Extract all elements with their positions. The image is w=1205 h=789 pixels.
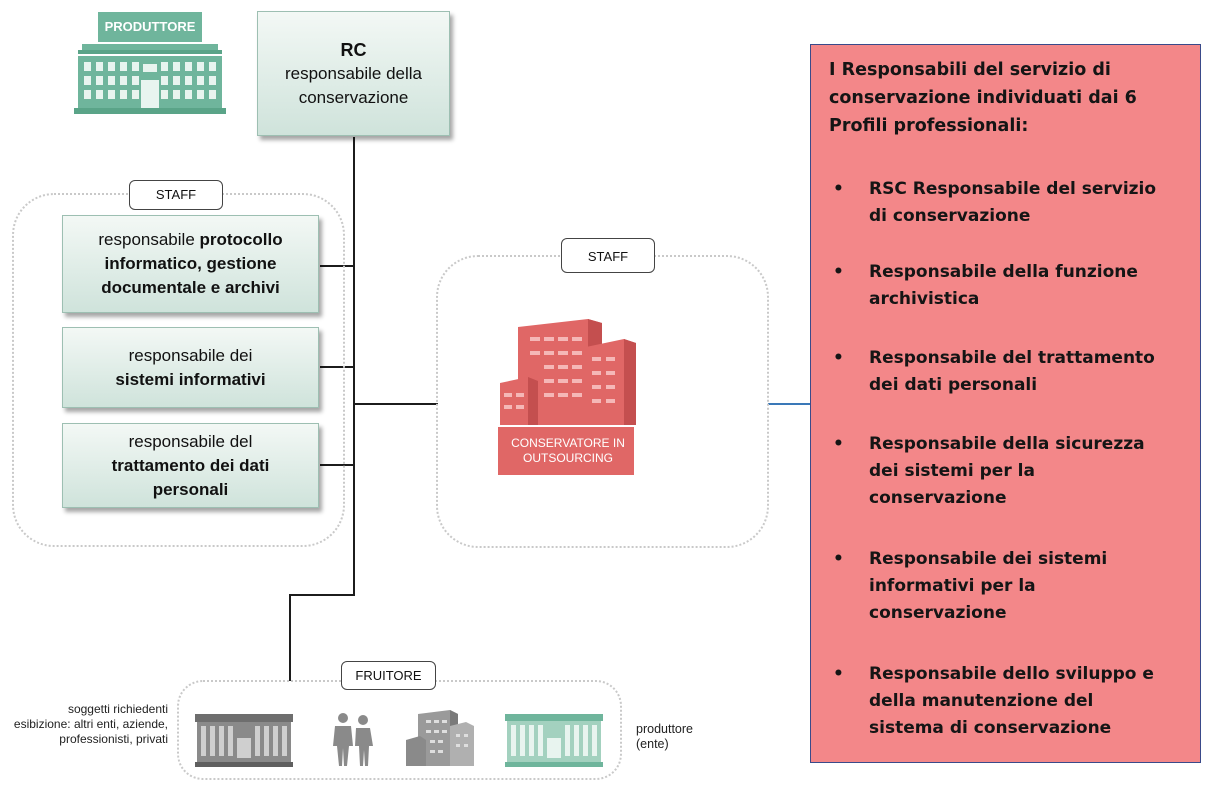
bullet-icon: •	[833, 179, 844, 199]
fruitore-left-text: soggetti richiedenti esibizione: altri e…	[13, 702, 168, 746]
list-item-text: Responsabile della funzione archivistica	[869, 262, 1138, 309]
connector-to-panel	[768, 403, 810, 405]
list-item-text: Responsabile dei sistemi informativi per…	[869, 549, 1108, 623]
connector-to-right-staff	[354, 403, 438, 405]
list-item-text: RSC Responsabile del servizio di conserv…	[869, 179, 1157, 226]
staff-box-sistemi-informativi: responsabile dei sistemi informativi	[62, 327, 319, 408]
right-staff-tag: STAFF	[561, 238, 655, 273]
people-icon	[331, 712, 375, 768]
connector-to-fruitore	[289, 594, 291, 681]
list-item-text: Responsabile dello sviluppo e della manu…	[869, 664, 1154, 738]
list-item: • RSC Responsabile del servizio di conse…	[829, 176, 1169, 230]
produttore-building-icon: PRODUTTORE	[70, 8, 230, 120]
fruitore-right-text: produttore (ente)	[636, 722, 693, 751]
connector-to-box3	[320, 464, 354, 466]
panel-intro: I Responsabili del servizio di conservaz…	[829, 60, 1137, 136]
left-staff-tag: STAFF	[129, 180, 223, 210]
bullet-icon: •	[833, 549, 844, 569]
connector-to-box1	[320, 265, 354, 267]
list-item: • Responsabile della funzione archivisti…	[829, 259, 1169, 313]
rc-subtitle: responsabile della conservazione	[284, 63, 423, 107]
public-building-icon	[195, 712, 293, 768]
rc-title: RC	[340, 39, 367, 60]
staff-box-trattamento-dati: responsabile del trattamento dei dati pe…	[62, 423, 319, 508]
bullet-icon: •	[833, 434, 844, 454]
produttore-label: PRODUTTORE	[104, 19, 196, 34]
rc-box: RC responsabile della conservazione	[257, 11, 450, 136]
list-item-text: Responsabile del trattamento dei dati pe…	[869, 348, 1155, 395]
connector-rc-vertical	[353, 137, 355, 595]
responsabili-panel: I Responsabili del servizio di conservaz…	[810, 44, 1201, 763]
bullet-icon: •	[833, 664, 844, 684]
produttore-ente-building-icon	[505, 712, 603, 768]
connector-horizontal-bottom	[289, 594, 355, 596]
conservatore-label: CONSERVATORE IN OUTSOURCING	[511, 436, 625, 465]
fruitore-tag: FRUITORE	[341, 661, 436, 690]
list-item: • Responsabile dello sviluppo e della ma…	[829, 661, 1169, 742]
list-item: • Responsabile della sicurezza dei siste…	[829, 431, 1169, 512]
office-building-icon	[406, 710, 474, 768]
bullet-icon: •	[833, 262, 844, 282]
staff-box-protocollo: responsabile protocollo informatico, ges…	[62, 215, 319, 313]
list-item: • Responsabile dei sistemi informativi p…	[829, 546, 1169, 627]
staff-box-sistemi-bold: sistemi informativi	[115, 369, 266, 389]
staff-box-sistemi-pre: responsabile dei	[128, 345, 253, 365]
staff-box-trattamento-pre: responsabile del	[128, 431, 253, 451]
list-item-text: Responsabile della sicurezza dei sistemi…	[869, 434, 1145, 508]
staff-box-trattamento-bold: trattamento dei dati personali	[111, 455, 270, 499]
list-item: • Responsabile del trattamento dei dati …	[829, 345, 1169, 399]
bullet-icon: •	[833, 348, 844, 368]
staff-box-protocollo-text: responsabile protocollo informatico, ges…	[98, 230, 283, 297]
connector-to-box2	[320, 366, 354, 368]
conservatore-building-icon: CONSERVATORE IN OUTSOURCING	[498, 313, 638, 475]
